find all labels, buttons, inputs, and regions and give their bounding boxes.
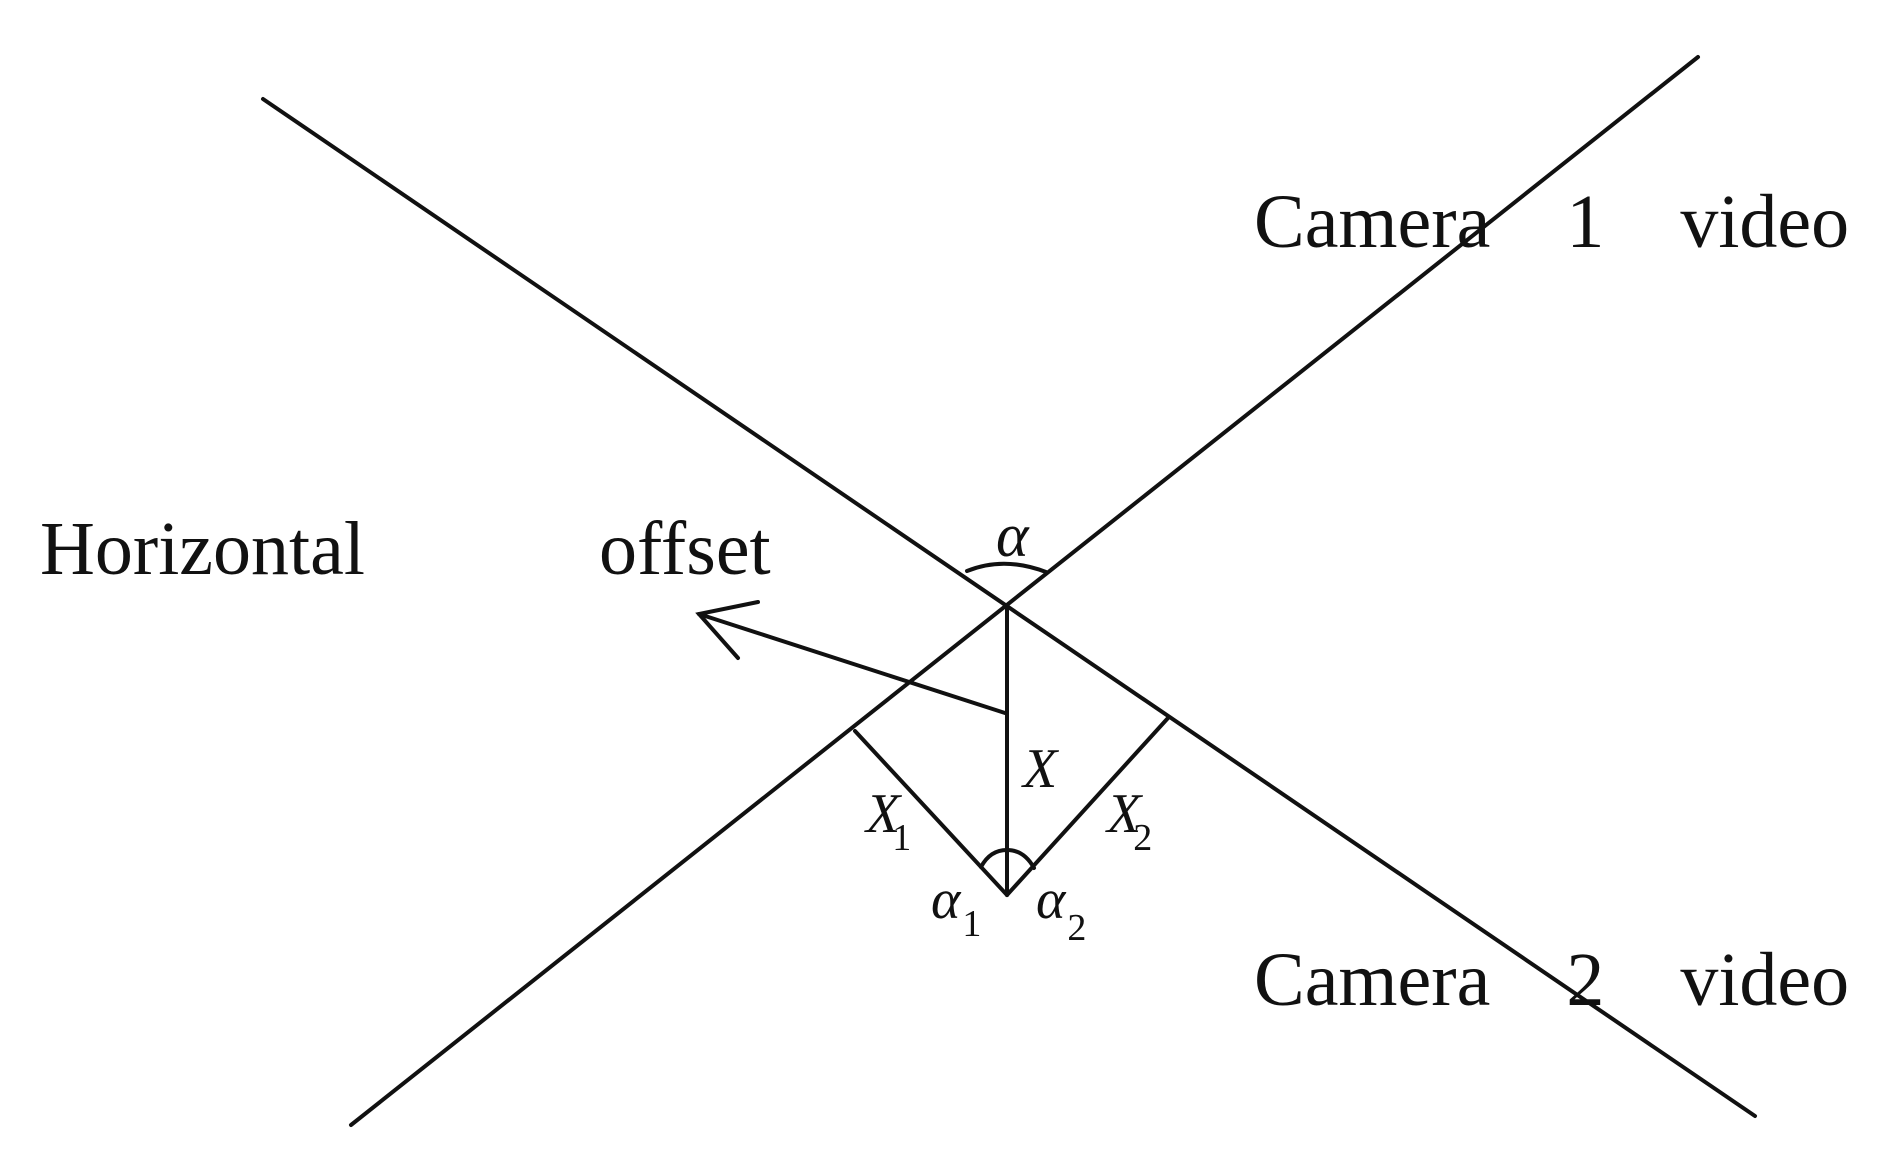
alpha2-label-sub: 2 <box>1067 907 1086 949</box>
alpha-label: α <box>996 502 1030 570</box>
camera-1-video-label: Camera 1 video <box>1254 180 1849 264</box>
x1-label: X1 <box>864 783 911 859</box>
alpha2-angle-arc <box>1005 848 1036 870</box>
horizontal-label: Horizontal <box>40 507 365 591</box>
offset-label: offset <box>599 507 771 591</box>
horizontal-offset-arrow-shaft <box>697 612 1007 715</box>
alpha1-label-sub: 1 <box>962 903 981 945</box>
alpha1-angle-arc <box>979 848 1009 869</box>
camera-2-video-label: Camera 2 video <box>1254 938 1849 1022</box>
camera-2-video-line <box>349 55 1700 1127</box>
x1-label-sub: 1 <box>892 817 911 859</box>
alpha2-label: α2 <box>1036 869 1086 949</box>
x1-label-base: X <box>864 783 903 845</box>
x2-label: X2 <box>1105 783 1152 859</box>
horizontal-offset-arrow-head <box>695 600 760 660</box>
alpha1-label-base: α <box>931 869 962 931</box>
alpha2-label-base: α <box>1036 869 1067 931</box>
x-label: X <box>1021 738 1060 800</box>
x2-label-sub: 2 <box>1133 817 1152 859</box>
x2-label-base: X <box>1105 783 1144 845</box>
alpha1-label: α1 <box>931 869 981 945</box>
alpha-angle-arc <box>965 561 1048 574</box>
